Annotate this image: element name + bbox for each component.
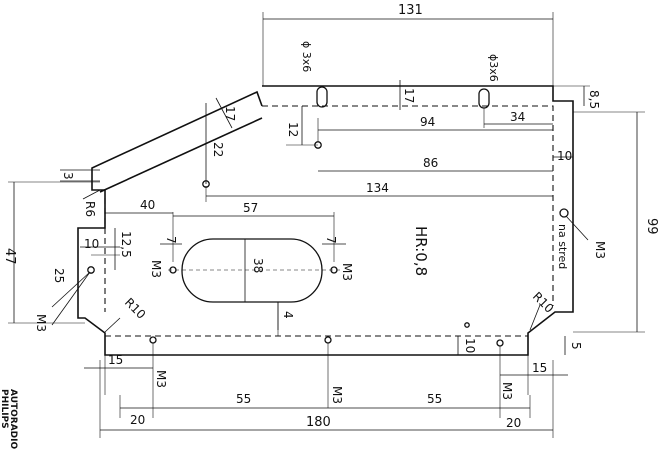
dim-10-bottom: 10 xyxy=(463,338,477,353)
dim-17-flange: 17 xyxy=(223,106,237,121)
note-center: na stred xyxy=(556,224,569,269)
dim-3: 3 xyxy=(61,172,75,180)
m3-bottom-mid: M3 xyxy=(330,386,344,404)
brand-stamp: PHILIPS AUTORADIO xyxy=(0,389,18,450)
m3-left: M3 xyxy=(34,314,48,332)
dim-38: 38 xyxy=(251,258,265,273)
m3-bottom-right: M3 xyxy=(500,382,514,400)
dim-5: 5 xyxy=(569,342,583,350)
dim-7-right: 7 xyxy=(324,236,338,244)
dim-7-left: 7 xyxy=(164,236,178,244)
dim-86: 86 xyxy=(423,156,438,170)
dim-40: 40 xyxy=(140,198,155,212)
dim-12-5: 12,5 xyxy=(119,231,133,258)
brand-philips: PHILIPS xyxy=(0,389,9,429)
dim-55-left: 55 xyxy=(236,392,251,406)
m3-slot-right: M3 xyxy=(340,263,354,281)
brand-autoradio: AUTORADIO xyxy=(8,389,18,450)
slot-left xyxy=(316,86,328,108)
hole-right xyxy=(559,208,569,218)
hole-bottom-left xyxy=(149,336,157,344)
holes xyxy=(87,86,569,347)
hole-left xyxy=(87,266,95,274)
dim-180: 180 xyxy=(306,415,331,430)
notes: HR:0,8 na stred ϕ 3x6 ϕ3x6 xyxy=(300,41,569,276)
part-outline xyxy=(77,85,574,356)
thread-labels: M3 M3 M3 M3 M3 M3 M3 xyxy=(34,241,607,404)
oval-cutout xyxy=(181,238,323,303)
dim-57: 57 xyxy=(243,201,258,215)
dim-15-right: 15 xyxy=(532,361,547,375)
dim-20-left: 20 xyxy=(130,413,145,427)
m3-slot-left: M3 xyxy=(149,260,163,278)
radius-r6: R6 xyxy=(83,201,97,217)
dim-94: 94 xyxy=(420,115,435,129)
radius-r10-left: R10 xyxy=(122,295,149,322)
dim-17-slot: 17 xyxy=(402,88,416,103)
dim-55-right: 55 xyxy=(427,392,442,406)
slot-left-label: ϕ 3x6 xyxy=(300,41,313,72)
dim-25: 25 xyxy=(52,268,66,283)
dim-10-right: 10 xyxy=(557,149,572,163)
hole-bottom-right xyxy=(496,339,504,347)
radius-r10-right: R10 xyxy=(530,289,557,316)
dim-4: 4 xyxy=(281,311,295,319)
dim-10-left: 10 xyxy=(84,237,99,251)
dim-8-5: 8,5 xyxy=(587,90,601,109)
note-ratio: HR:0,8 xyxy=(412,226,430,276)
dim-134: 134 xyxy=(366,181,389,195)
m3-right: M3 xyxy=(593,241,607,259)
dim-47: 47 xyxy=(2,248,17,265)
slot-right xyxy=(478,88,490,109)
dim-131: 131 xyxy=(398,3,423,18)
dim-15-left: 15 xyxy=(108,353,123,367)
dimension-labels: 131 180 99 47 94 86 134 57 40 38 55 55 2… xyxy=(2,3,659,430)
hole-bottom-small xyxy=(464,322,470,328)
slot-right-label: ϕ3x6 xyxy=(487,54,500,82)
m3-bottom-left: M3 xyxy=(154,370,168,388)
dim-99: 99 xyxy=(644,218,659,235)
dim-12: 12 xyxy=(286,122,300,137)
dim-20-right: 20 xyxy=(506,416,521,430)
bend-lines xyxy=(99,105,554,337)
dim-34: 34 xyxy=(510,110,525,124)
hole-bottom-mid xyxy=(324,336,332,344)
dim-22: 22 xyxy=(211,142,225,157)
dimension-lines xyxy=(8,12,645,438)
